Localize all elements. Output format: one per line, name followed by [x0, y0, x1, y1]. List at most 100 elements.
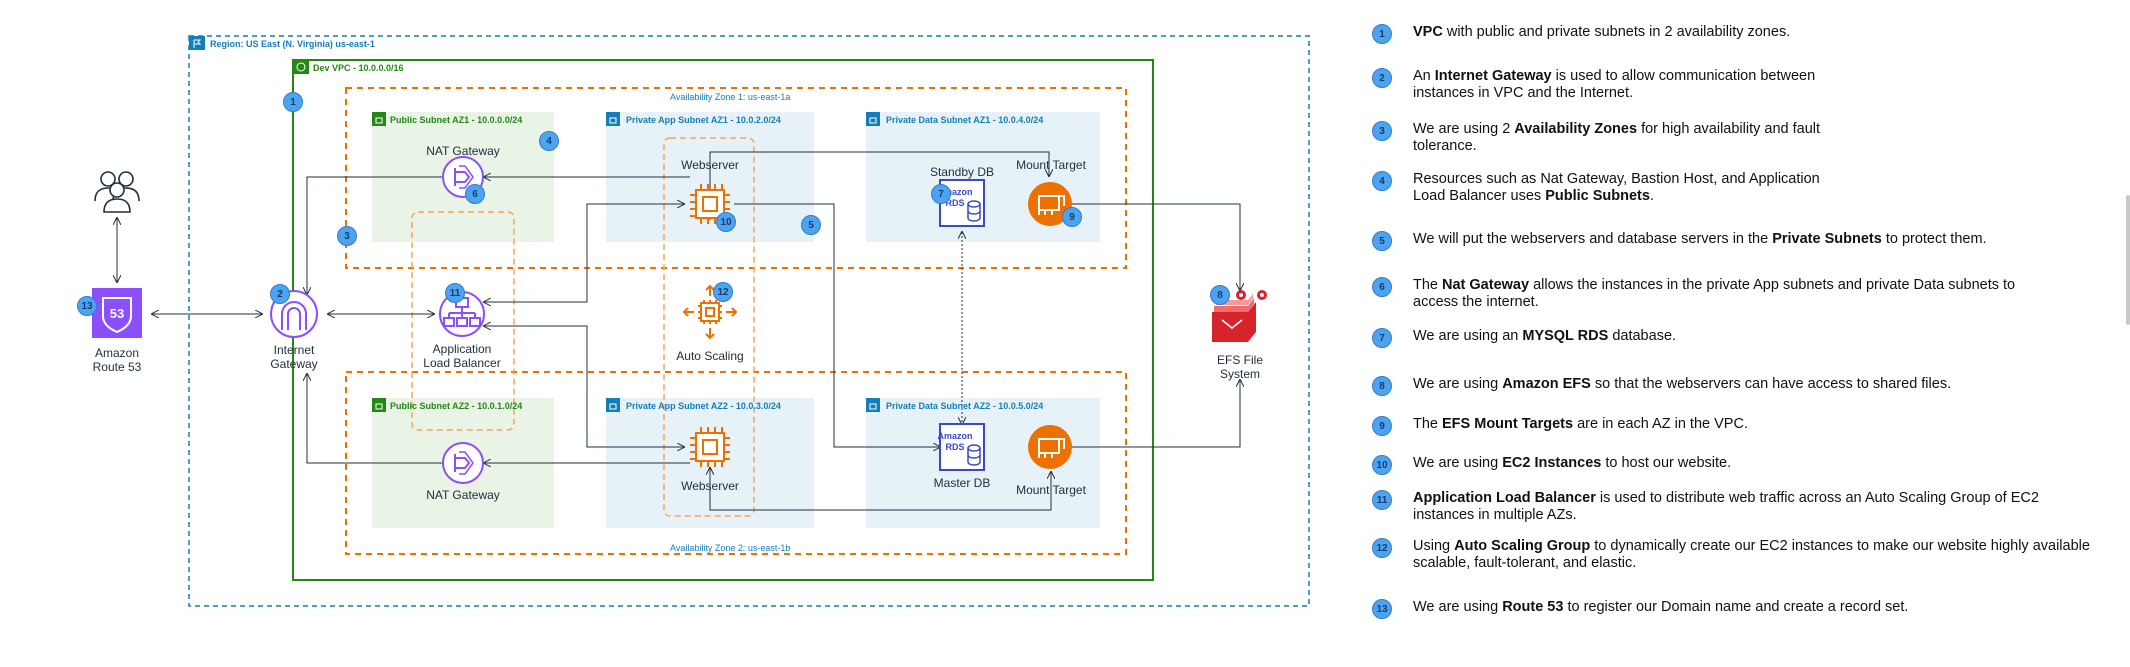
- legend-bold-text: Private Subnets: [1772, 231, 1882, 247]
- legend-text: Resources such as Nat Gateway, Bastion H…: [1413, 171, 1853, 205]
- legend-bold-text: MYSQL RDS: [1522, 328, 1609, 344]
- route53-label-line2: Route 53: [92, 360, 142, 374]
- legend-number-badge: 1: [1372, 24, 1392, 44]
- load-balancer-icon: [439, 291, 485, 337]
- vpc-label: Dev VPC - 10.0.0.0/16: [313, 63, 404, 73]
- standby-db-label: Standby DB: [929, 165, 995, 179]
- legend-number-badge: 2: [1372, 68, 1392, 88]
- legend-plain-text: is used to distribute web traffic across…: [1413, 490, 2039, 523]
- legend-plain-text: to host our website.: [1601, 455, 1732, 471]
- legend-plain-text: We are using: [1413, 376, 1503, 392]
- legend-number-badge: 9: [1372, 416, 1392, 436]
- region-boundary: [188, 35, 1310, 607]
- lock-icon: [606, 112, 620, 126]
- legend-bold-text: Public Subnets: [1545, 188, 1650, 204]
- alb-label: Application Load Balancer: [412, 342, 512, 370]
- lock-icon: [866, 398, 880, 412]
- legend-plain-text: for high availability and fault toleranc…: [1413, 121, 1821, 154]
- efs-label-line1: EFS File: [1216, 353, 1263, 367]
- private-data-subnet-az2-label: Private Data Subnet AZ2 - 10.0.5.0/24: [886, 401, 1044, 411]
- legend-text: We are using Amazon EFS so that the webs…: [1413, 376, 2113, 393]
- legend-bold-text: Application Load Balancer: [1413, 490, 1596, 506]
- legend-bold-text: EC2 Instances: [1502, 455, 1602, 471]
- legend-bold-text: Amazon EFS: [1502, 376, 1591, 392]
- badge-13: 13: [77, 296, 97, 316]
- legend-bold-text: Internet Gateway: [1434, 68, 1552, 84]
- legend-text: We are using Route 53 to register our Do…: [1413, 599, 2113, 616]
- legend-plain-text: is used to allow communication between i…: [1413, 68, 1816, 101]
- mount2-efs-connector: [1072, 380, 1240, 448]
- legend-plain-text: The: [1413, 416, 1443, 432]
- legend-plain-text: Resources such as Nat Gateway, Bastion H…: [1413, 171, 1820, 204]
- mount-target-az1-icon: [1028, 182, 1072, 226]
- legend-plain-text: We are using an: [1413, 328, 1523, 344]
- legend-plain-text: We are using 2: [1413, 121, 1515, 137]
- region-flag-icon: [189, 36, 205, 50]
- az2-boundary: [345, 371, 1127, 555]
- rds-icon-text: RDS: [945, 442, 964, 452]
- private-data-subnet-az1-label: Private Data Subnet AZ1 - 10.0.4.0/24: [886, 115, 1044, 125]
- nat2-igw-connector: [307, 374, 442, 464]
- badge-5: 5: [801, 215, 821, 235]
- legend-plain-text: to dynamically create our EC2 instances …: [1413, 538, 2090, 571]
- master-db-label: Master DB: [933, 476, 991, 490]
- legend-number-badge: 11: [1372, 490, 1392, 510]
- legend-bold-text: VPC: [1413, 24, 1443, 40]
- web1-masterdb-connector: [734, 203, 940, 447]
- alb-label-line1: Application: [432, 342, 492, 356]
- legend-number-badge: 8: [1372, 376, 1392, 396]
- badge-9: 9: [1062, 207, 1082, 227]
- badge-6: 6: [465, 184, 485, 204]
- route53-icon-text: 53: [110, 306, 124, 321]
- webserver-az1-label: Webserver: [681, 158, 739, 172]
- rds-icon-text: RDS: [945, 198, 964, 208]
- legend-text: We are using 2 Availability Zones for hi…: [1413, 121, 1853, 155]
- mount2-web2-connector: [710, 468, 1051, 511]
- vpc-cloud-icon: [293, 60, 309, 74]
- efs-gear-icon: [1236, 290, 1267, 300]
- legend-text: We are using an MYSQL RDS database.: [1413, 328, 2113, 345]
- mount-target-az1-label: Mount Target: [1016, 158, 1086, 172]
- efs-label: EFS File System: [1200, 353, 1280, 381]
- rds-master-icon: Amazon RDS: [937, 423, 985, 471]
- route53-label-line1: Amazon: [94, 346, 140, 360]
- scroll-edge-handle[interactable]: [2126, 195, 2130, 325]
- legend-number-badge: 10: [1372, 455, 1392, 475]
- badge-2: 2: [270, 284, 290, 304]
- legend-text: An Internet Gateway is used to allow com…: [1413, 68, 1853, 102]
- legend-plain-text: to protect them.: [1881, 231, 1987, 247]
- legend-number-badge: 7: [1372, 328, 1392, 348]
- nat1-igw-connector: [307, 176, 442, 294]
- badge-1: 1: [283, 92, 303, 112]
- legend-plain-text: database.: [1608, 328, 1677, 344]
- internet-gateway-label-line2: Gateway: [270, 357, 318, 371]
- mount1-efs-connector: [1072, 203, 1240, 290]
- alb-web1-connector: [484, 204, 684, 302]
- az1-label: Availability Zone 1: us-east-1a: [670, 92, 791, 102]
- legend-plain-text: .: [1649, 188, 1654, 204]
- legend-number-badge: 4: [1372, 171, 1392, 191]
- ec2-instance-az2-icon: [690, 427, 730, 467]
- legend-bold-text: Availability Zones: [1514, 121, 1638, 137]
- legend-text: Using Auto Scaling Group to dynamically …: [1413, 538, 2113, 572]
- legend-number-badge: 12: [1372, 538, 1392, 558]
- legend-text: Application Load Balancer is used to dis…: [1413, 490, 2093, 524]
- alb-web2-connector: [484, 326, 684, 447]
- legend-plain-text: with public and private subnets in 2 ava…: [1442, 24, 1791, 40]
- legend-plain-text: An: [1413, 68, 1435, 84]
- rds-icon-text: Amazon: [937, 431, 972, 441]
- diagram-canvas: 53: [92, 35, 1310, 607]
- lock-icon: [606, 398, 620, 412]
- mount-target-az2-icon: [1028, 425, 1072, 469]
- alb-label-line2: Load Balancer: [423, 356, 501, 370]
- legend-plain-text: Using: [1413, 538, 1455, 554]
- az1-boundary: [345, 87, 1127, 269]
- mount-target-az2-label: Mount Target: [1016, 483, 1086, 497]
- route53-label: Amazon Route 53: [87, 346, 147, 374]
- legend-number-badge: 6: [1372, 277, 1392, 297]
- lock-icon: [372, 112, 386, 126]
- az2-label: Availability Zone 2: us-east-1b: [670, 543, 791, 553]
- nat-gateway-az2-icon: [442, 442, 484, 484]
- alb-group-boundary: [411, 211, 515, 431]
- web1-mount1-connector: [709, 151, 1049, 220]
